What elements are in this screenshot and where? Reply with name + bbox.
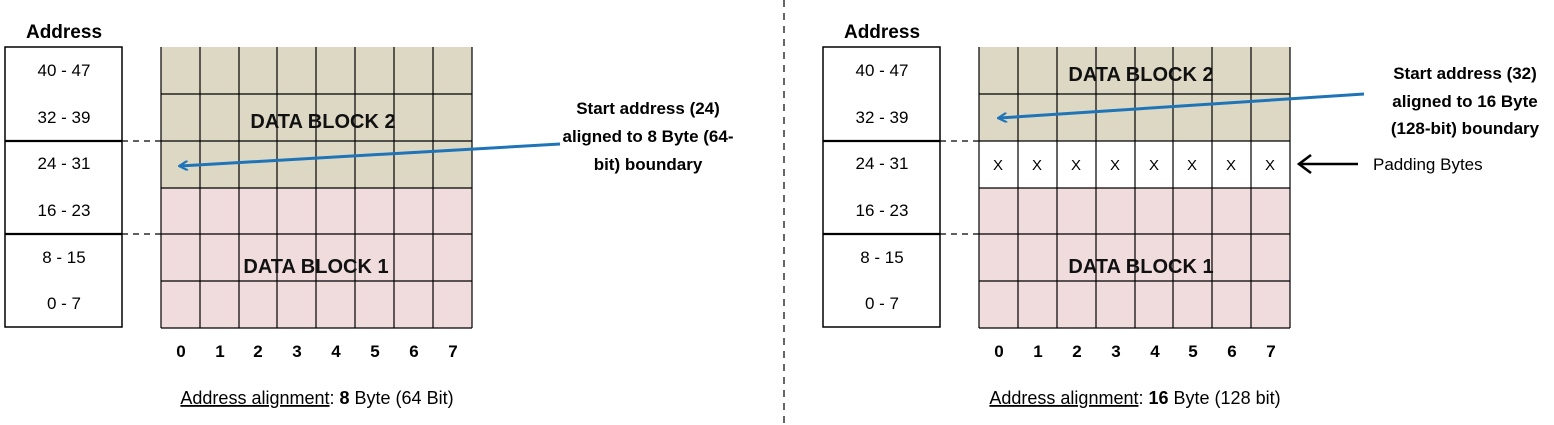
start-address-annotation: Start address (24) aligned to 8 Byte (64… [563, 99, 734, 174]
column-index: 5 [1188, 342, 1197, 361]
alignment-caption: Address alignment: 8 Byte (64 Bit) [180, 388, 453, 408]
alignment-caption: Address alignment: 16 Byte (128 bit) [989, 388, 1280, 408]
column-index: 6 [1227, 342, 1236, 361]
annotation-line: aligned to 16 Byte [1392, 92, 1537, 111]
address-row-label: 16 - 23 [856, 201, 909, 220]
caption-sep: : [330, 388, 340, 408]
address-row-label: 32 - 39 [38, 108, 91, 127]
column-index: 2 [253, 342, 262, 361]
data-block-2-label: DATA BLOCK 2 [250, 111, 395, 133]
column-index: 3 [1111, 342, 1120, 361]
padding-mark: X [1110, 157, 1120, 174]
caption-rest: Byte (64 Bit) [350, 388, 454, 408]
padding-mark: X [1187, 157, 1197, 174]
column-index: 2 [1072, 342, 1081, 361]
column-index: 6 [409, 342, 418, 361]
address-row-label: 0 - 7 [865, 294, 899, 313]
address-row-label: 8 - 15 [860, 248, 903, 267]
column-index-row: 0 1 2 3 4 5 6 7 [176, 342, 457, 361]
column-index: 4 [331, 342, 341, 361]
column-index: 1 [215, 342, 224, 361]
address-header: Address [26, 22, 102, 43]
padding-mark: X [1265, 157, 1275, 174]
start-address-arrow [999, 92, 1365, 118]
byte-grid: DATA BLOCK 2 DATA BLOCK 1 X X X X X X X … [978, 47, 1291, 329]
address-row-label: 8 - 15 [42, 248, 85, 267]
padding-bytes-label: Padding Bytes [1373, 155, 1483, 174]
right-panel: Address 40 - 47 32 - 39 24 - 31 16 - 23 … [822, 22, 1540, 408]
padding-mark: X [1032, 157, 1042, 174]
caption-rest: Byte (128 bit) [1169, 388, 1281, 408]
data-block-1-label: DATA BLOCK 1 [1068, 256, 1213, 278]
caption-underlined: Address alignment [989, 388, 1138, 408]
address-row-label: 40 - 47 [856, 61, 909, 80]
start-address-annotation: Start address (32) aligned to 16 Byte (1… [1391, 64, 1540, 138]
padding-mark: X [1226, 157, 1236, 174]
padding-mark: X [1149, 157, 1159, 174]
padding-arrow-head [1296, 153, 1312, 175]
padding-mark: X [1071, 157, 1081, 174]
address-column: 40 - 47 32 - 39 24 - 31 16 - 23 8 - 15 0… [4, 46, 123, 328]
address-header: Address [844, 22, 920, 43]
byte-grid: DATA BLOCK 2 DATA BLOCK 1 [160, 47, 473, 329]
caption-sep: : [1138, 388, 1148, 408]
column-index: 1 [1033, 342, 1042, 361]
start-address-arrow [180, 142, 561, 166]
column-index: 7 [448, 342, 457, 361]
annotation-line: bit) boundary [594, 155, 703, 174]
column-index: 4 [1150, 342, 1160, 361]
address-row-label: 24 - 31 [856, 154, 909, 173]
address-row-label: 40 - 47 [38, 61, 91, 80]
data-block-2-label: DATA BLOCK 2 [1068, 64, 1213, 86]
annotation-line: (128-bit) boundary [1391, 119, 1540, 138]
column-index: 7 [1266, 342, 1275, 361]
data-block-1-label: DATA BLOCK 1 [243, 256, 388, 278]
left-panel: Address 40 - 47 32 - 39 24 - 31 16 - 23 … [4, 22, 734, 408]
caption-underlined: Address alignment [180, 388, 329, 408]
address-row-label: 16 - 23 [38, 201, 91, 220]
column-index: 5 [370, 342, 379, 361]
address-row-label: 32 - 39 [856, 108, 909, 127]
caption-bold: 16 [1149, 388, 1169, 408]
annotation-line: Start address (24) [576, 99, 720, 118]
column-index: 3 [292, 342, 301, 361]
column-index: 0 [176, 342, 185, 361]
caption-bold: 8 [340, 388, 350, 408]
column-index: 0 [994, 342, 1003, 361]
padding-mark: X [993, 157, 1003, 174]
annotation-line: aligned to 8 Byte (64- [563, 127, 734, 146]
padding-marks: X X X X X X X X [993, 157, 1275, 174]
address-row-label: 0 - 7 [47, 294, 81, 313]
address-column: 40 - 47 32 - 39 24 - 31 16 - 23 8 - 15 0… [822, 46, 941, 328]
padding-pointer: Padding Bytes [1296, 153, 1483, 175]
address-row-label: 24 - 31 [38, 154, 91, 173]
column-index-row: 0 1 2 3 4 5 6 7 [994, 342, 1275, 361]
annotation-line: Start address (32) [1393, 64, 1537, 83]
